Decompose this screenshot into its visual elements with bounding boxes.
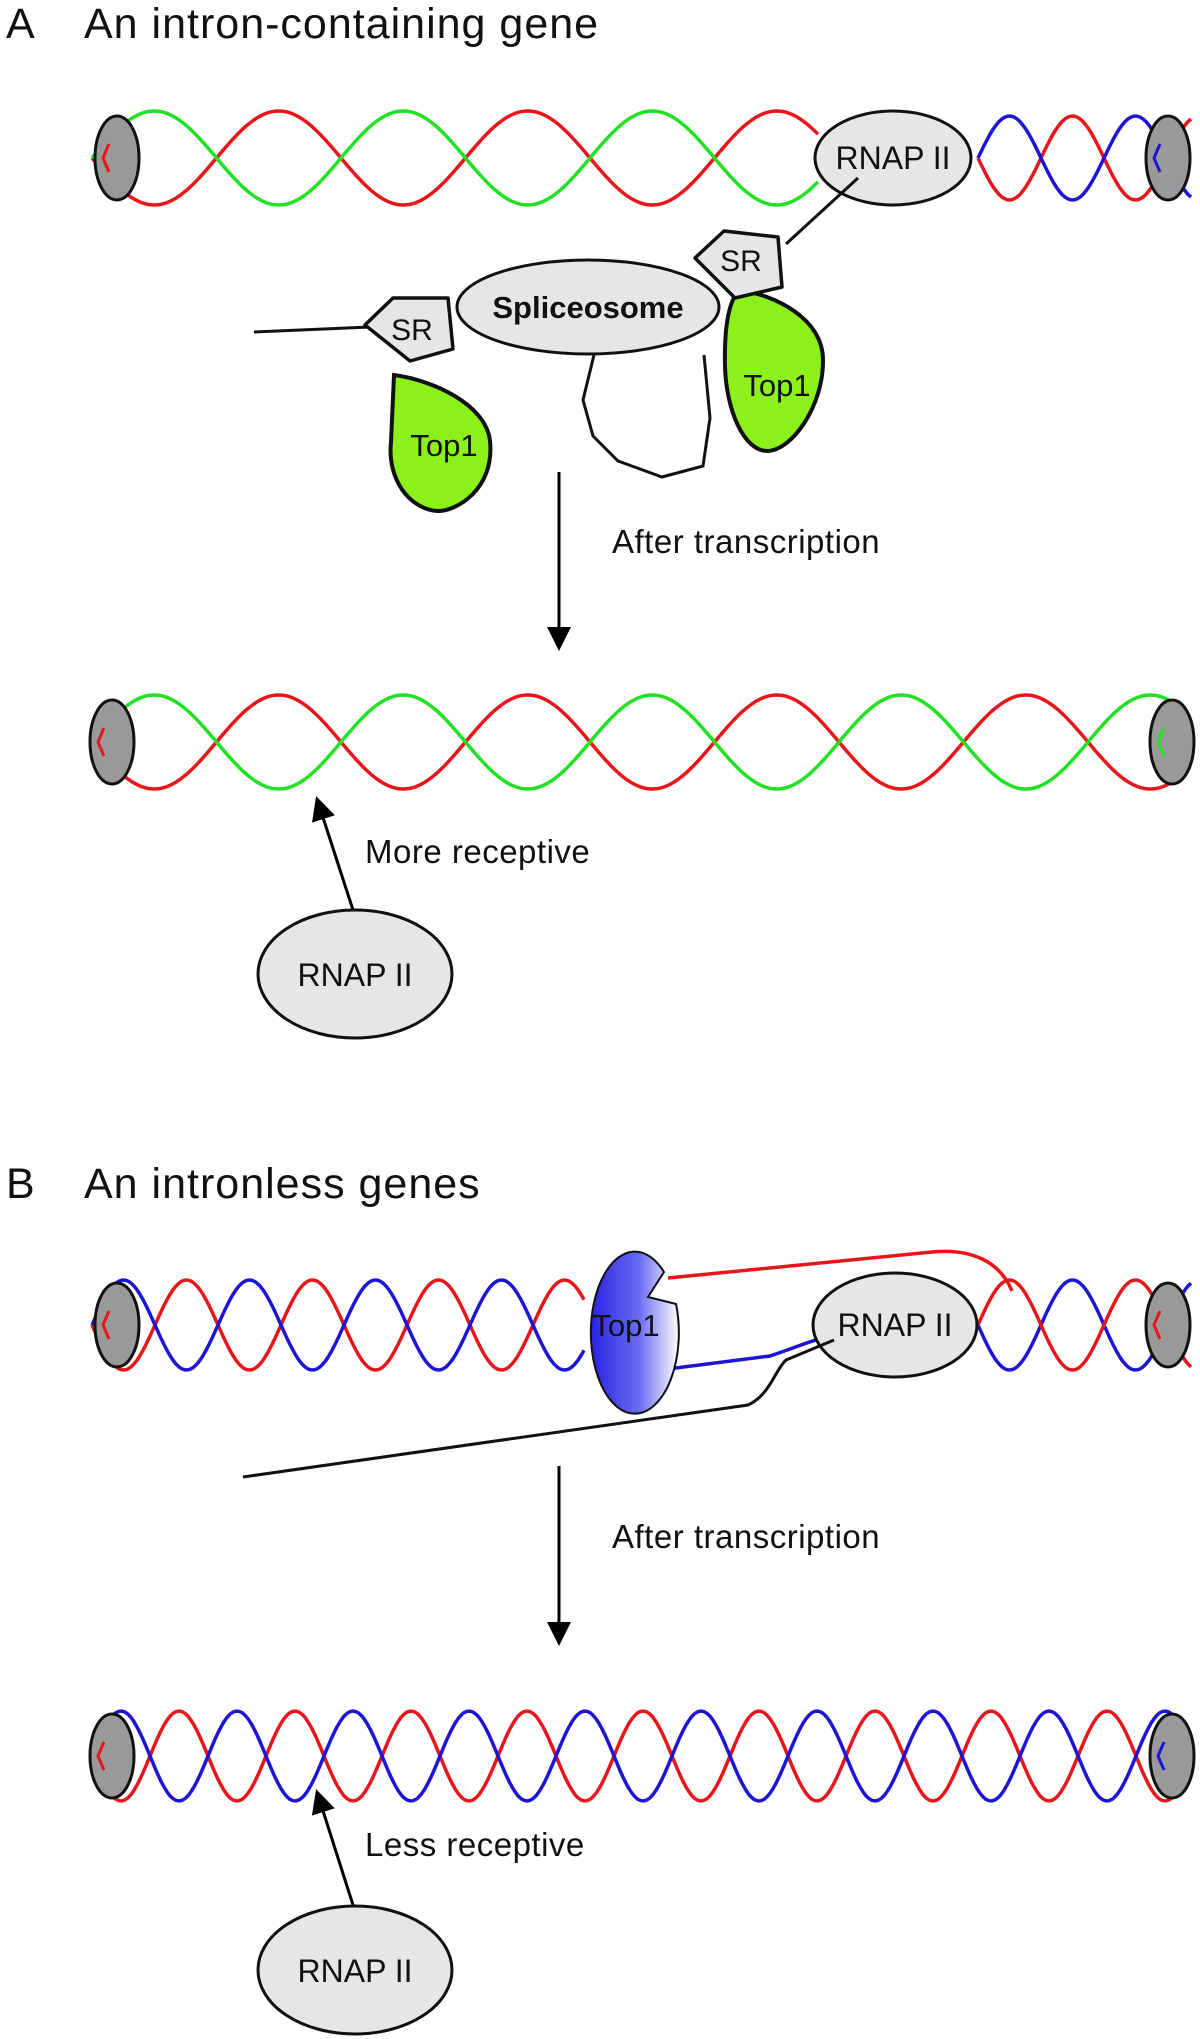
nascent-rna [253, 176, 860, 479]
dna-helix-transcribing [90, 109, 1193, 207]
helix-a1-right-end [1144, 114, 1192, 202]
helix-b1-strand-blue [90, 1278, 586, 1372]
rnap-ii-free-b: RNAP II [256, 1904, 454, 2036]
sr-left-label: SR [391, 314, 433, 347]
panel-a-title: An intron-containing gene [84, 0, 599, 48]
top1-right-label: Top1 [743, 368, 810, 403]
top1-b: Top1 [589, 1250, 680, 1415]
helix-a2-left-end [88, 698, 136, 786]
rnap-ii-free-label-b: RNAP II [298, 1953, 413, 1989]
helix-b2-strand-1 [90, 1709, 1192, 1803]
helix-a1-strand-green [90, 109, 820, 207]
rnap-ii-transcribing: RNAP II [813, 109, 973, 207]
panel-b-title: An intronless genes [84, 1160, 481, 1208]
spliceosome-label: Spliceosome [492, 290, 683, 325]
rnap-ii-transcribing-b: RNAP II [811, 1271, 979, 1379]
more-receptive-label: More receptive [365, 833, 590, 870]
helix-a2-strand-2 [90, 693, 1192, 791]
more-receptive-arrow [312, 796, 355, 911]
spliceosome: Spliceosome [455, 258, 721, 356]
helix-a2-strand-1 [90, 693, 1192, 791]
helix-b1-right-end-tick [1152, 1310, 1162, 1340]
after-transcription-label-b: After transcription [612, 1518, 880, 1555]
helix-b1-strand-red [90, 1278, 586, 1372]
helix-a2-right-end-tick [1156, 727, 1166, 757]
helix-b2-left-end [88, 1712, 136, 1800]
dna-helix-supercoiled-transcribing [90, 1278, 1193, 1372]
helix-b2-strand-2 [90, 1709, 1192, 1803]
rnap-ii-free-label-a: RNAP II [298, 957, 413, 993]
helix-b1-left-end-tick [101, 1310, 111, 1340]
panel-b-letter: B [6, 1160, 35, 1208]
less-receptive-label: Less receptive [365, 1826, 585, 1863]
rnap-ii-label: RNAP II [836, 140, 951, 176]
helix-a2-left-end-tick [96, 727, 106, 757]
helix-a1-left-end-tick [101, 143, 111, 173]
dna-helix-supercoiled [88, 1709, 1196, 1803]
top1-b-label: Top1 [592, 1308, 659, 1343]
helix-b1-right-end [1144, 1281, 1192, 1369]
panel-a-letter: A [6, 0, 35, 48]
less-receptive-arrow [311, 1789, 355, 1906]
rnap-ii-free-a: RNAP II [256, 908, 454, 1040]
rnap-ii-label-b: RNAP II [838, 1307, 953, 1343]
sr-top1-left: Top1 SR [363, 296, 493, 513]
helix-b1-left-end [93, 1281, 141, 1369]
sr-right-label: SR [720, 245, 762, 278]
nascent-rna-b [242, 1338, 835, 1479]
helix-a1-right-end-tick [1152, 143, 1162, 173]
panel-a: A An intron-containing gene RNAP II Spli… [6, 0, 1196, 1040]
sr-top1-right: Top1 SR [693, 229, 826, 454]
dna-helix-relaxed [88, 693, 1196, 791]
helix-b2-right-end [1148, 1712, 1196, 1800]
top1-left-label: Top1 [410, 428, 477, 463]
helix-a1-left-end [93, 114, 141, 202]
helix-a2-right-end [1148, 698, 1196, 786]
panel-b: B An intronless genes RNAP II Top1 After… [6, 1160, 1196, 2036]
helix-b2-left-end-tick [96, 1741, 106, 1771]
helix-a1-strand-red [90, 109, 820, 207]
after-transcription-label-a: After transcription [612, 523, 880, 560]
helix-b2-right-end-tick [1156, 1741, 1166, 1771]
